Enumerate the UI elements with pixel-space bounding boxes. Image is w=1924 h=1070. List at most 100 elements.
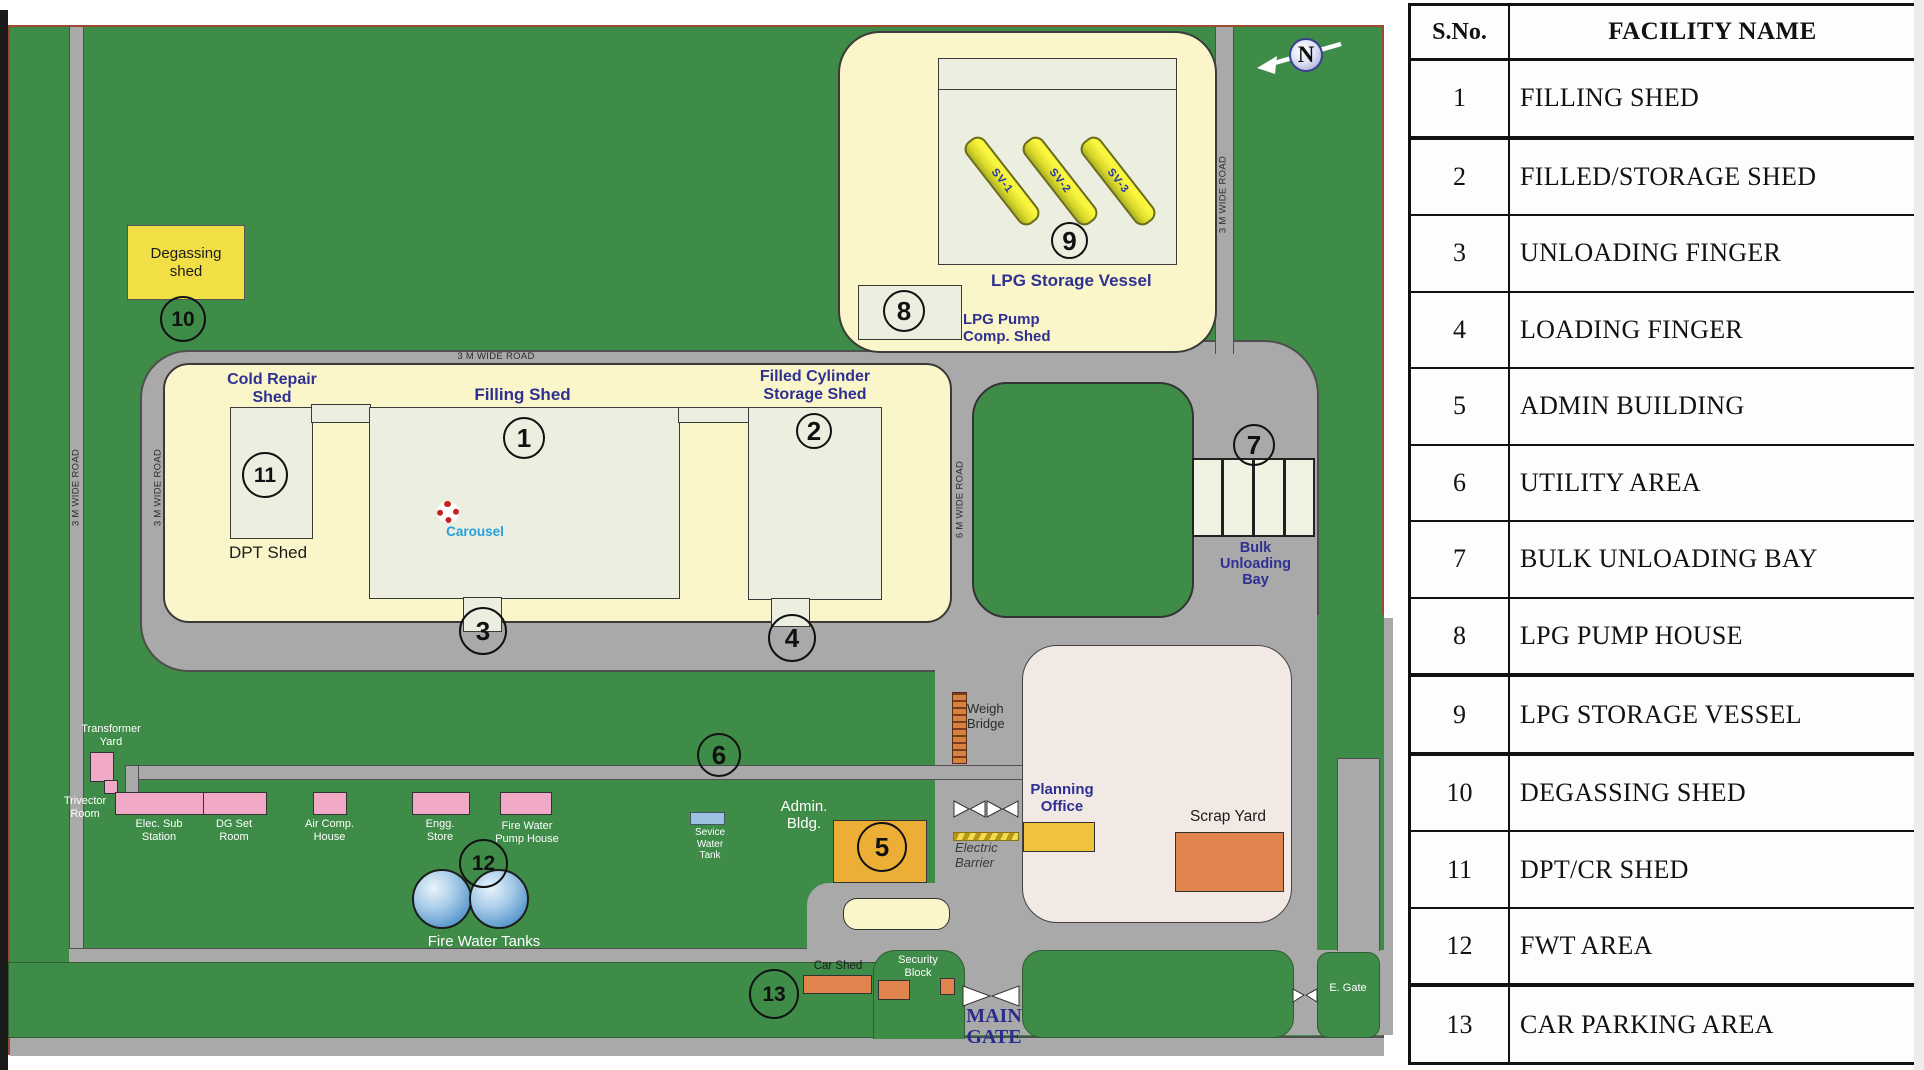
row-name: FILLED/STORAGE SHED <box>1520 161 1817 191</box>
row-no: 9 <box>1411 677 1510 752</box>
row-name: DPT/CR SHED <box>1520 854 1689 884</box>
row-name: LPG PUMP HOUSE <box>1520 620 1743 650</box>
row-no: 2 <box>1411 139 1510 215</box>
weigh-bridge-label: Weigh Bridge <box>967 701 1005 731</box>
marker-lpg-storage-vessel: 9 <box>1051 222 1088 259</box>
table-row: 9 LPG STORAGE VESSEL <box>1411 677 1915 756</box>
row-name: BULK UNLOADING BAY <box>1520 544 1818 574</box>
row-name: UTILITY AREA <box>1520 467 1701 497</box>
fire-water-pump-house-label: Fire Water Pump House <box>495 820 559 845</box>
road-east-notch <box>1337 758 1380 951</box>
security-block-label: Security Block <box>898 954 938 979</box>
table-row: 11 DPT/CR SHED <box>1411 832 1915 909</box>
road-label-6m-east: 6 M WIDE ROAD <box>954 460 966 539</box>
marker-unloading-finger: 3 <box>459 607 507 655</box>
row-name: DEGASSING SHED <box>1520 778 1746 808</box>
bay-divider <box>1283 460 1286 535</box>
table-row: 8 LPG PUMP HOUSE <box>1411 598 1915 678</box>
scrap-yard-label: Scrap Yard <box>1189 808 1267 825</box>
road-utility-strip <box>125 765 1022 780</box>
right-edge-strip <box>1914 0 1924 1070</box>
main-gate-icon <box>962 985 1020 1007</box>
table-row: 3 UNLOADING FINGER <box>1411 216 1915 293</box>
filling-shed-label: Filling Shed <box>474 385 571 404</box>
row-no: 7 <box>1411 522 1510 597</box>
row-no: 10 <box>1411 755 1510 831</box>
marker-lpg-pump-house: 8 <box>883 290 925 332</box>
vessel-yard-top-bay <box>939 59 1176 90</box>
dg-set-room-label: DG Set Room <box>215 818 253 843</box>
table-header-sno: S.No. <box>1411 6 1510 58</box>
bulk-unloading-bay-label: Bulk Unloading Bay <box>1220 540 1291 589</box>
marker-filled-storage-shed: 2 <box>796 413 832 449</box>
elec-sub-station-building <box>115 792 205 815</box>
degassing-shed: Degassing shed <box>127 225 245 300</box>
corridor-west <box>311 404 371 423</box>
table-header-row: S.No. FACILITY NAME <box>1411 6 1915 61</box>
row-no: 4 <box>1411 292 1510 368</box>
security-hut-2 <box>940 978 955 995</box>
car-shed-label: Car Shed <box>813 960 863 972</box>
transformer-yard-building <box>90 752 114 782</box>
car-shed-building <box>803 975 872 994</box>
marker-car-parking: 13 <box>749 969 799 1019</box>
table-row: 4 LOADING FINGER <box>1411 292 1915 370</box>
road-label-3m-compound-west: 3 M WIDE ROAD <box>152 448 164 527</box>
row-name: LPG STORAGE VESSEL <box>1520 699 1802 729</box>
row-no: 5 <box>1411 369 1510 444</box>
lpg-storage-vessel-label: LPG Storage Vessel <box>991 271 1152 290</box>
road-utility-stub <box>125 765 139 794</box>
road-label-3m-west: 3 M WIDE ROAD <box>70 448 82 527</box>
row-name: CAR PARKING AREA <box>1520 1009 1774 1039</box>
table-row: 7 BULK UNLOADING BAY <box>1411 522 1915 599</box>
marker-filling-shed: 1 <box>503 417 545 459</box>
row-no: 3 <box>1411 216 1510 291</box>
admin-parking-pad <box>843 898 950 930</box>
row-no: 8 <box>1411 598 1510 674</box>
marker-utility-area: 6 <box>697 733 741 777</box>
road-bottom-wide <box>10 1036 1384 1056</box>
row-name: ADMIN BUILDING <box>1520 391 1745 421</box>
carousel-label: Carousel <box>446 524 504 539</box>
corridor-east <box>678 407 750 423</box>
cold-repair-shed-label: Cold Repair Shed <box>227 371 317 406</box>
compass-icon: N <box>1289 38 1323 72</box>
marker-bulk-unloading-bay: 7 <box>1233 424 1275 466</box>
air-comp-house-building <box>313 792 347 815</box>
e-gate-block <box>1317 952 1380 1038</box>
green-gate-east-block <box>1022 950 1294 1038</box>
e-gate-icon <box>1292 988 1318 1003</box>
gate-valve-icons <box>953 800 1019 818</box>
row-no: 6 <box>1411 445 1510 521</box>
transformer-yard-label: Transformer Yard <box>81 723 141 748</box>
marker-loading-finger: 4 <box>768 614 816 662</box>
table-row: 10 DEGASSING SHED <box>1411 755 1915 833</box>
row-no: 13 <box>1411 987 1510 1062</box>
trivector-room-label: Trivector Room <box>63 795 107 820</box>
row-name: FILLING SHED <box>1520 83 1700 113</box>
road-west-3m <box>69 27 84 957</box>
row-name: LOADING FINGER <box>1520 314 1744 344</box>
table-row: 13 CAR PARKING AREA <box>1411 987 1915 1062</box>
compass-n-label: N <box>1297 42 1315 67</box>
bulk-unloading-bay <box>1192 458 1315 537</box>
planning-office-building <box>1023 822 1095 852</box>
service-water-tank-label: Sevice Water Tank <box>694 827 725 861</box>
e-gate-label: E. Gate <box>1329 982 1367 994</box>
main-gate-label: MAIN GATE <box>966 1005 1022 1048</box>
carousel-icon <box>437 501 459 523</box>
marker-fwt-area: 12 <box>459 839 508 888</box>
row-name: UNLOADING FINGER <box>1520 238 1782 268</box>
road-label-3m-top: 3 M WIDE ROAD <box>457 351 535 362</box>
left-edge-strip <box>0 10 8 1070</box>
fire-water-pump-house-building <box>500 792 552 815</box>
elec-sub-station-label: Elec. Sub Station <box>135 818 183 843</box>
electric-barrier-strip <box>953 832 1019 841</box>
dg-set-room-building <box>203 792 267 815</box>
table-row: 5 ADMIN BUILDING <box>1411 369 1915 446</box>
transformer-yard-building-2 <box>104 780 118 794</box>
row-no: 11 <box>1411 832 1510 907</box>
row-no: 12 <box>1411 908 1510 984</box>
